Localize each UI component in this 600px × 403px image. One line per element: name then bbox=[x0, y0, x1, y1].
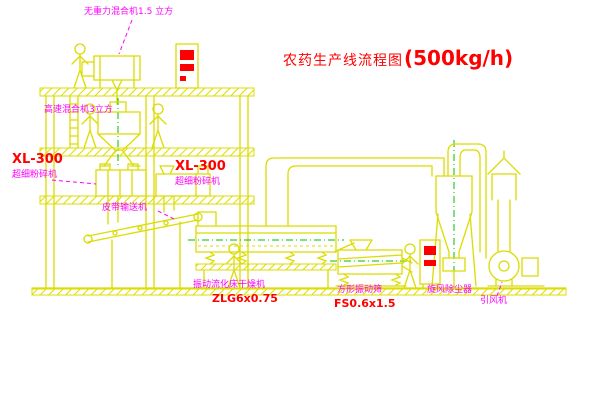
high-speed-mixer-equipment bbox=[97, 98, 141, 168]
label-xl300-left: XL-300 bbox=[12, 152, 63, 167]
control-panel-lower bbox=[419, 239, 441, 289]
label-high-speed-mixer: 高速混合机3立方 bbox=[44, 105, 113, 115]
label-xl300-right: XL-300 bbox=[175, 159, 226, 174]
label-fan: 引风机 bbox=[480, 296, 508, 306]
top-mixer-equipment bbox=[81, 55, 141, 105]
worker-figure bbox=[401, 243, 419, 289]
draft-fan-equipment bbox=[487, 150, 545, 287]
label-top-mixer: 无重力混合机1.5 立方 bbox=[84, 7, 174, 17]
pulverizer-left-equipment bbox=[95, 163, 147, 225]
worker-figure bbox=[149, 103, 167, 149]
control-panel-upper bbox=[175, 43, 199, 89]
vibrating-sieve-equipment bbox=[330, 239, 413, 287]
diagram-title-capacity: (500kg/h) bbox=[404, 46, 514, 70]
label-cyclone: 旋风除尘器 bbox=[427, 285, 473, 295]
belt-conveyor-equipment bbox=[83, 212, 203, 289]
label-belt-conveyor: 皮带输送机 bbox=[102, 203, 148, 213]
worker-figure bbox=[81, 103, 99, 149]
label-dryer: 振动流化床干燥机 bbox=[193, 280, 266, 290]
pulverizer-right-equipment bbox=[155, 165, 211, 213]
fluidized-bed-dryer-equipment bbox=[188, 157, 445, 289]
label-sieve: 方形振动筛 bbox=[337, 285, 383, 295]
worker-figure bbox=[71, 43, 89, 89]
building-frame bbox=[31, 87, 567, 296]
label-sieve-model: FS0.6x1.5 bbox=[334, 297, 396, 310]
label-pulverizer-right: 超细粉碎机 bbox=[175, 177, 221, 187]
worker-figure bbox=[225, 243, 243, 289]
label-pulverizer-left: 超细粉碎机 bbox=[12, 170, 58, 180]
diagram-title-text: 农药生产线流程图 bbox=[283, 53, 403, 69]
label-leader-lines bbox=[51, 19, 503, 297]
label-dryer-model: ZLG6x0.75 bbox=[212, 292, 278, 305]
diagram-title: 农药生产线流程图 (500kg/h) bbox=[283, 46, 513, 70]
